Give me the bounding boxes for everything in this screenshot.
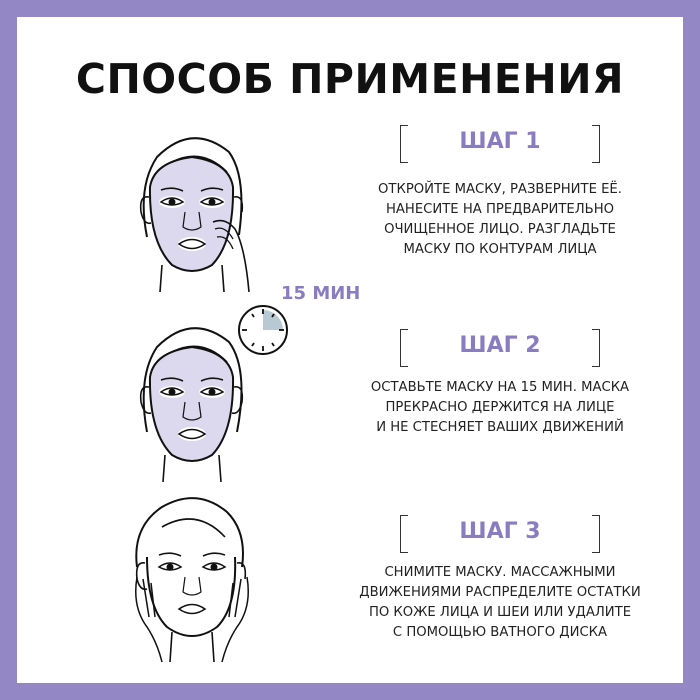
timer-label: 15 МИН xyxy=(281,283,361,304)
step-3-header: ШАГ 3 xyxy=(400,515,600,555)
step-2-header: ШАГ 2 xyxy=(400,329,600,369)
bracket-left xyxy=(400,125,408,163)
face-applying-mask-illustration xyxy=(139,137,250,292)
instructions-card: СПОСОБ ПРИМЕНЕНИЯ xyxy=(17,17,683,683)
face-wearing-mask-illustration xyxy=(139,327,244,482)
bracket-right xyxy=(592,329,600,367)
bracket-left xyxy=(400,515,408,553)
bracket-right xyxy=(592,125,600,163)
stopwatch-icon xyxy=(238,305,288,355)
step-3-description: СНИМИТЕ МАСКУ. МАССАЖНЫМИ ДВИЖЕНИЯМИ РАС… xyxy=(359,565,641,640)
step-1-label: ШАГ 1 xyxy=(459,129,541,154)
face-massaging-illustration xyxy=(135,497,249,662)
step-1-header: ШАГ 1 xyxy=(400,125,600,165)
bracket-left xyxy=(400,329,408,367)
step-3-label: ШАГ 3 xyxy=(459,519,541,544)
page-title: СПОСОБ ПРИМЕНЕНИЯ xyxy=(75,55,625,103)
step-2-description: ОСТАВЬТЕ МАСКУ НА 15 МИН. МАСКА ПРЕКРАСН… xyxy=(370,380,630,435)
step-2-label: ШАГ 2 xyxy=(459,333,541,358)
bracket-right xyxy=(592,515,600,553)
step-1-description: ОТКРОЙТЕ МАСКУ, РАЗВЕРНИТЕ ЕЁ. НАНЕСИТЕ … xyxy=(378,182,622,257)
